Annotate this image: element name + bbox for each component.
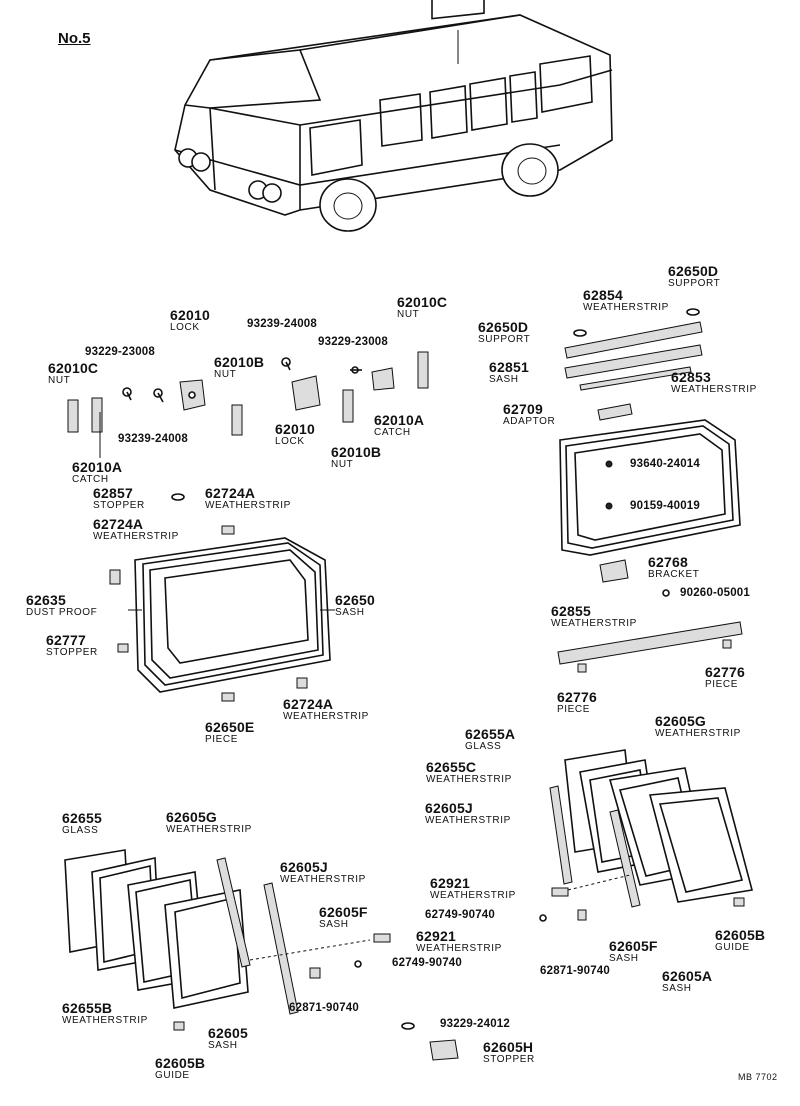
part-label: 62749-90740	[392, 957, 462, 969]
lower-right-sash-assembly	[539, 749, 753, 922]
lower-left-sash-assembly	[64, 849, 459, 1061]
part-label: 90159-40019	[630, 500, 700, 512]
part-label: 62749-90740	[425, 909, 495, 921]
part-label: 93229-24012	[440, 1018, 510, 1030]
part-label: 93229-23008	[318, 336, 388, 348]
lock-hardware-group	[67, 351, 429, 458]
document-code: MB 7702	[738, 1072, 778, 1082]
part-label: 93229-23008	[85, 346, 155, 358]
part-label: 62871-90740	[540, 965, 610, 977]
upper-right-window-assembly	[557, 308, 743, 673]
part-label: 93239-24008	[118, 433, 188, 445]
part-label: 90260-05001	[680, 587, 750, 599]
front-sash-assembly	[109, 493, 335, 702]
part-label: 62871-90740	[289, 1002, 359, 1014]
sheet-number: No.5	[58, 30, 91, 47]
part-label: 93239-24008	[247, 318, 317, 330]
van-illustration	[174, 0, 613, 232]
part-label: 93640-24014	[630, 458, 700, 470]
